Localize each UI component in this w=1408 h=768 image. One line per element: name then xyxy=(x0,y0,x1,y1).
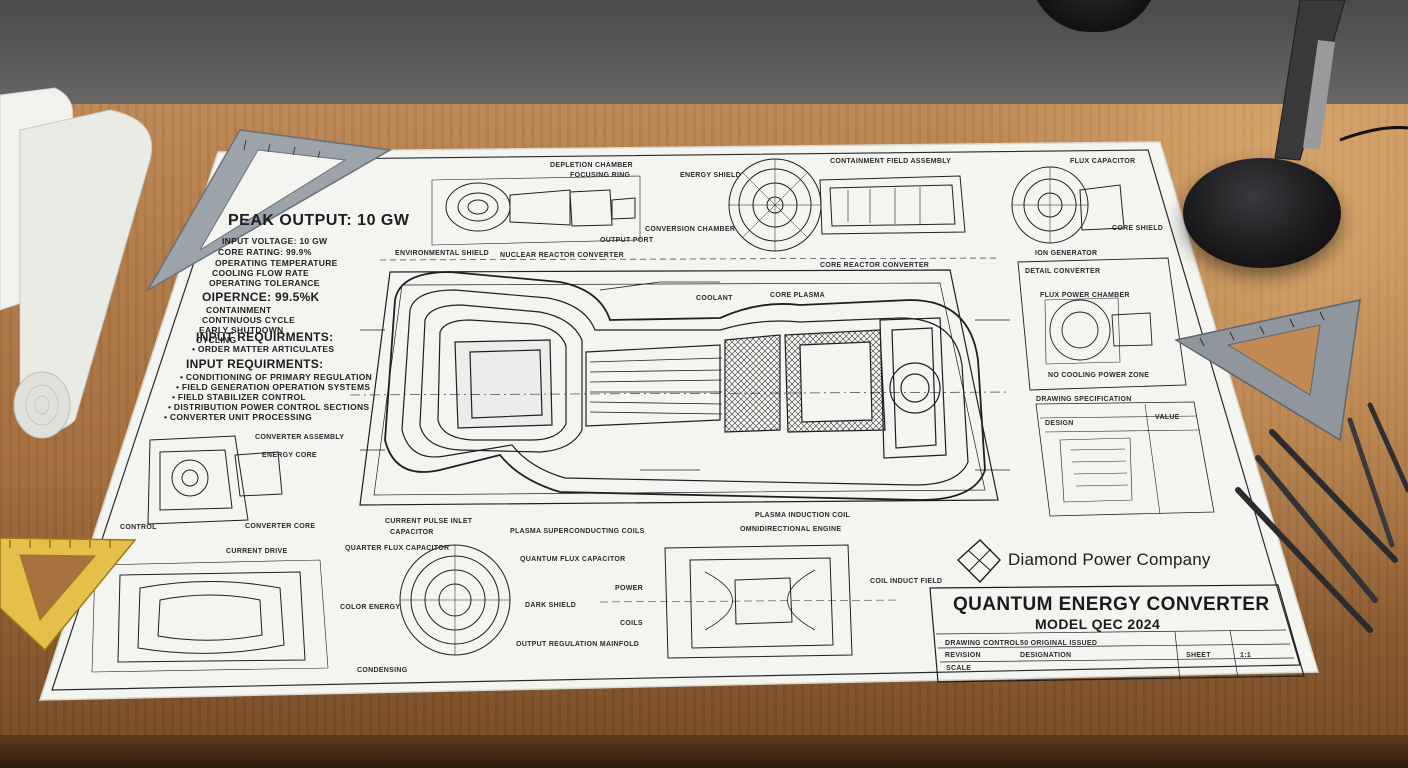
title-block-frame xyxy=(929,584,1305,683)
spec-output-line-4: COOLING FLOW RATE xyxy=(212,268,310,278)
yellow-set-square xyxy=(0,537,137,652)
label-top-right-1: FLUX CAPACITOR xyxy=(1070,158,1136,165)
label-core-sub: CORE PLASMA xyxy=(770,292,826,299)
label-top-right-3: ION GENERATOR xyxy=(1035,250,1098,257)
spec-input-2-line-5: • CONVERTER UNIT PROCESSING xyxy=(164,412,313,422)
metal-set-square-right xyxy=(1174,299,1361,442)
label-top-mid-2: ENERGY SHIELD xyxy=(680,172,741,179)
label-left-part-5: CURRENT DRIVE xyxy=(226,548,288,555)
title-block-code: 1:1 xyxy=(1240,652,1252,659)
diamond-logo xyxy=(956,539,1001,584)
spec-efficiency-line-2: CONTINUOUS CYCLE xyxy=(202,315,296,325)
label-top-mid-1: CONTAINMENT FIELD ASSEMBLY xyxy=(830,158,952,165)
label-top-left-2: FOCUSING RING xyxy=(570,172,631,179)
spec-input-2-line-3: • FIELD STABILIZER CONTROL xyxy=(172,392,306,402)
blueprint-sheet xyxy=(38,141,1319,701)
spec-input-heading-2: INPUT REQUIRMENTS: xyxy=(186,357,324,371)
bottom-center-drawing xyxy=(399,544,511,656)
label-color-energy: COLOR ENERGY xyxy=(340,604,401,611)
wall-background xyxy=(0,0,1408,118)
label-bottom-3: PLASMA INDUCTION COIL xyxy=(755,512,851,519)
label-mini-box-1: OMNIDIRECTIONAL ENGINE xyxy=(740,526,842,533)
label-left-part-2: ENERGY CORE xyxy=(262,452,317,459)
label-bottom-2: PLASMA SUPERCONDUCTING COILS xyxy=(510,528,645,535)
drawing-model: MODEL QEC 2024 xyxy=(1035,616,1161,632)
label-right-small-caption: NO COOLING POWER ZONE xyxy=(1048,372,1150,379)
label-top-left-1: DEPLETION CHAMBER xyxy=(550,162,633,169)
label-field: CORE REACTOR CONVERTER xyxy=(820,262,930,269)
label-drive: ENVIRONMENTAL SHIELD xyxy=(395,250,490,257)
label-right-box-sub: FLUX POWER CHAMBER xyxy=(1040,292,1130,299)
title-block-sheet: SHEET xyxy=(1186,652,1211,659)
bottom-right-drawing xyxy=(599,544,901,659)
title-block-row-2: REVISION xyxy=(945,652,981,659)
spec-peak-output: PEAK OUTPUT: 10 GW xyxy=(228,212,410,229)
top-right-detail-drawing xyxy=(1011,166,1125,244)
spec-output-line-3: OPERATING TEMPERATURE xyxy=(215,258,338,268)
label-top-mid-3: CONVERSION CHAMBER xyxy=(645,226,736,233)
left-part-drawing xyxy=(147,435,283,525)
spec-input-heading-1: INPUT REQUIRMENTS: xyxy=(196,330,334,344)
title-block-row-2-value: DESIGNATION xyxy=(1020,652,1072,659)
label-table-head: DESIGN xyxy=(1045,420,1074,427)
label-top-right-2: CORE SHIELD xyxy=(1112,225,1164,232)
label-core: NUCLEAR REACTOR CONVERTER xyxy=(500,252,625,259)
desk-lamp-base xyxy=(1183,158,1341,268)
label-quantum-flux: QUANTUM FLUX CAPACITOR xyxy=(520,556,626,563)
label-table-head-2: VALUE xyxy=(1155,414,1180,421)
spec-efficiency-heading: OIPERNCE: 99.5%K xyxy=(202,290,320,304)
label-mini-box-4: COILS xyxy=(620,620,643,627)
spec-efficiency-line-4: CYCLING xyxy=(196,335,237,345)
label-table-title: DRAWING SPECIFICATION xyxy=(1036,396,1132,403)
lamp-arm xyxy=(1274,0,1408,161)
company-name: Diamond Power Company xyxy=(1008,550,1211,569)
pencils xyxy=(1235,402,1408,633)
label-dark-shield: DARK SHIELD xyxy=(525,602,577,609)
desk-front-edge xyxy=(0,735,1408,768)
right-detail-box xyxy=(1017,257,1187,391)
bottom-left-drawing xyxy=(91,559,329,673)
central-converter-drawing xyxy=(349,257,1011,506)
spec-efficiency-line-1: CONTAINMENT xyxy=(206,305,272,315)
label-condensing: CONDENSING xyxy=(357,667,408,674)
label-left-part-1: CONVERTER ASSEMBLY xyxy=(255,434,345,441)
spec-input-1-line: • ORDER MATTER ARTICULATES xyxy=(192,344,335,354)
label-bottom-4: CAPACITOR xyxy=(390,529,434,536)
rolled-paper-left xyxy=(0,87,153,439)
spec-output-line-1: INPUT VOLTAGE: 10 GW xyxy=(222,236,328,246)
label-right-box-title: DETAIL CONVERTER xyxy=(1025,268,1101,275)
title-block-row-1: DRAWING CONTROL xyxy=(945,640,1020,647)
title-block-row-3: SCALE xyxy=(946,665,972,672)
spec-efficiency-line-3: EARLY SHUTDOWN xyxy=(199,325,284,335)
label-mini-box-3: POWER xyxy=(615,585,643,592)
spec-output-line-2: CORE RATING: 99.9% xyxy=(218,247,312,257)
label-center: COOLANT xyxy=(696,295,733,302)
label-quarter-flux: QUARTER FLUX CAPACITOR xyxy=(345,545,450,552)
spec-input-2-line-4: • DISTRIBUTION POWER CONTROL SECTIONS xyxy=(168,402,370,412)
top-middle-detail-drawing xyxy=(728,158,966,252)
right-spec-table xyxy=(1035,401,1215,517)
top-left-detail-drawing xyxy=(431,175,641,246)
metal-set-square-left xyxy=(145,129,393,293)
spec-input-2-line-2: • FIELD GENERATION OPERATION SYSTEMS xyxy=(176,382,371,392)
spec-output-line-5: OPERATING TOLERANCE xyxy=(209,278,320,288)
label-mini-box-2: COIL INDUCT FIELD xyxy=(870,578,943,585)
drawing-title: QUANTUM ENERGY CONVERTER xyxy=(953,594,1270,615)
title-block-row-1-value: 50 ORIGINAL ISSUED xyxy=(1020,640,1098,647)
label-output-regulation: OUTPUT REGULATION MAINFOLD xyxy=(516,641,640,648)
label-top-left-3: OUTPUT PORT xyxy=(600,237,654,244)
label-left-part-4: CONTROL xyxy=(120,524,157,531)
label-left-part-3: CONVERTER CORE xyxy=(245,523,316,530)
label-bottom-1: CURRENT PULSE INLET xyxy=(385,518,473,525)
spec-input-2-line-1: • CONDITIONING OF PRIMARY REGULATION xyxy=(180,372,373,382)
